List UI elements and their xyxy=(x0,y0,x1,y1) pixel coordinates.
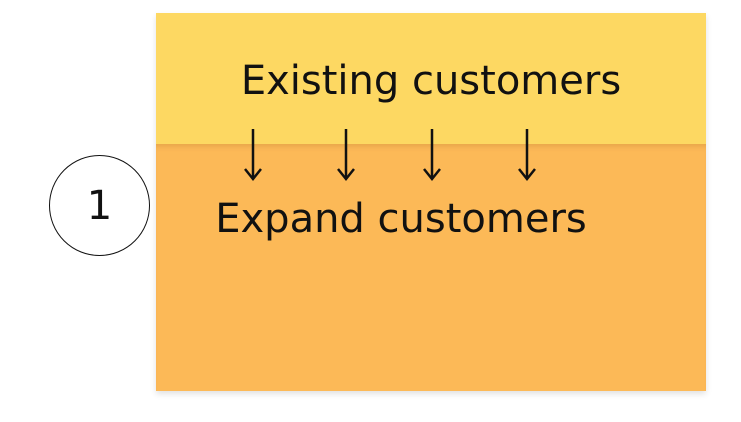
arrow-down-icon xyxy=(244,129,262,182)
sticky-bottom-band xyxy=(156,144,706,391)
expand-customers-label: Expand customers xyxy=(215,196,587,242)
step-number: 1 xyxy=(86,182,113,229)
arrow-down-icon xyxy=(337,129,355,182)
arrow-down-icon xyxy=(423,129,441,182)
sticky-note[interactable]: Existing customers Expand customers xyxy=(156,13,706,391)
step-number-circle: 1 xyxy=(49,155,150,256)
arrow-down-icon xyxy=(518,129,536,182)
existing-customers-label: Existing customers xyxy=(240,58,622,104)
sticky-top-band xyxy=(156,13,706,144)
